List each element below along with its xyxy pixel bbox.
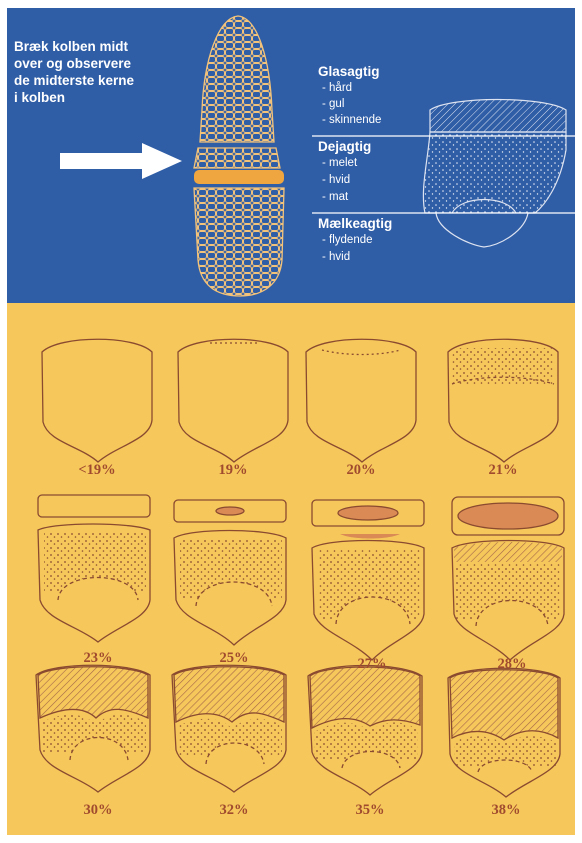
moisture-label: 23% — [58, 650, 138, 667]
zone-trait: - gul — [322, 98, 344, 110]
kernel-row-2 — [38, 495, 564, 660]
moisture-label: 28% — [472, 656, 552, 673]
kernel-lt19-icon — [42, 339, 152, 462]
moisture-label: 32% — [194, 802, 274, 819]
kernel-20-icon — [306, 339, 416, 462]
zone-trait: - melet — [322, 157, 357, 169]
kernel-row-1 — [42, 339, 558, 462]
moisture-label: 35% — [330, 802, 410, 819]
zone-trait: - flydende — [322, 234, 373, 246]
kernel-19-icon — [178, 339, 288, 462]
zone-trait: - hård — [322, 82, 352, 94]
corn-cob-icon — [194, 16, 284, 296]
moisture-label: 25% — [194, 650, 274, 667]
zone-trait: - skinnende — [322, 114, 381, 126]
moisture-label: 38% — [466, 802, 546, 819]
moisture-label: 27% — [332, 656, 412, 673]
zone-trait: - hvid — [322, 251, 350, 263]
zone-trait: - hvid — [322, 174, 350, 186]
moisture-label: 21% — [463, 462, 543, 479]
zone-title: Glasagtig — [318, 64, 380, 79]
moisture-label: 19% — [193, 462, 273, 479]
zone-trait: - mat — [322, 191, 348, 203]
kernel-row-3 — [36, 665, 560, 797]
moisture-label: <19% — [57, 462, 137, 479]
zone-title: Dejagtig — [318, 139, 371, 154]
arrow-icon — [60, 143, 182, 179]
moisture-label: 30% — [58, 802, 138, 819]
kernel-cross-section-icon — [423, 100, 566, 248]
moisture-label: 20% — [321, 462, 401, 479]
zone-title: Mælkeagtig — [318, 216, 392, 231]
